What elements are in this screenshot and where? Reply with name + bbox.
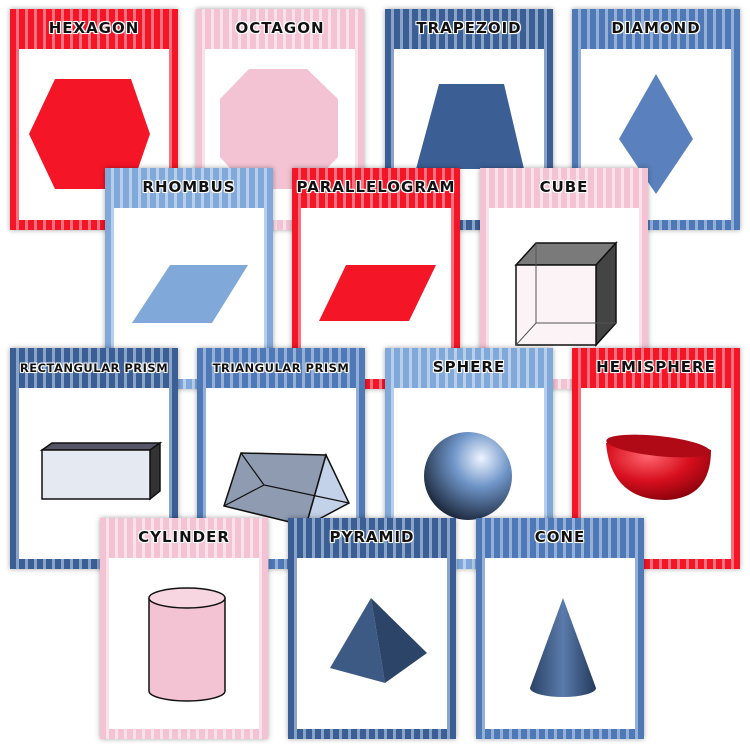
card-title: PARALLELOGRAM (296, 178, 456, 196)
trapezoid-shape (416, 84, 524, 169)
triangular-prism-shape (223, 452, 350, 528)
octagon-shape (220, 69, 338, 189)
card-title: OCTAGON (235, 19, 325, 37)
card-title: DIAMOND (611, 19, 701, 37)
card-title: HEMISPHERE (596, 358, 716, 376)
hexagon-shape (29, 79, 150, 189)
card-title: CONE (534, 528, 586, 546)
card-title: TRAPEZOID (416, 19, 522, 37)
card-title: SPHERE (432, 358, 506, 376)
pyramid-shape (330, 598, 427, 683)
flashcard-cone: CONE (476, 518, 644, 739)
hemisphere-shape (606, 434, 711, 500)
card-title: PYRAMID (329, 528, 415, 546)
card-title: RHOMBUS (142, 178, 236, 196)
cone-shape (530, 598, 596, 697)
flashcard-pyramid: PYRAMID (288, 518, 456, 739)
cube-shape (514, 241, 618, 347)
diamond-shape (619, 74, 693, 194)
cylinder-shape (148, 587, 226, 702)
rectangular-prism-shape (39, 441, 163, 501)
parallelogram-shape (319, 265, 436, 321)
flashcard-cylinder: CYLINDER (100, 518, 268, 739)
flashcard-hexagon: HEXAGON (10, 9, 178, 230)
card-title: RECTANGULAR PRISM (19, 361, 169, 375)
rhombus-shape (132, 265, 248, 323)
card-title: CUBE (539, 178, 589, 196)
card-title: TRIANGULAR PRISM (212, 361, 350, 375)
card-title: CYLINDER (138, 528, 230, 546)
sphere-shape (424, 432, 512, 520)
card-title: HEXAGON (48, 19, 140, 37)
